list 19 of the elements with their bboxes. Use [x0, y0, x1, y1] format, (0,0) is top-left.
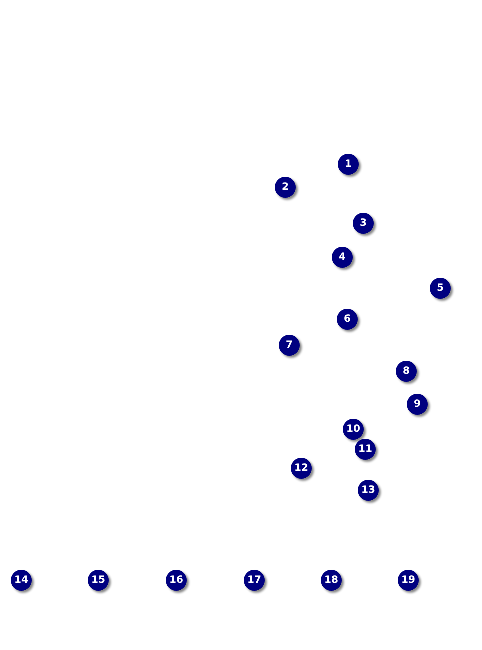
callout-number: 1: [338, 154, 359, 175]
callout-number: 3: [353, 213, 374, 234]
callout-number: 9: [407, 394, 428, 415]
callout-number: 5: [430, 278, 451, 299]
callout-number: 6: [337, 309, 358, 330]
callout-number: 15: [88, 570, 109, 591]
callout-number: 16: [166, 570, 187, 591]
callout-number: 12: [291, 458, 312, 479]
callout-number: 14: [11, 570, 32, 591]
callout-number: 7: [279, 335, 300, 356]
callout-number: 18: [321, 570, 342, 591]
callout-number: 11: [355, 439, 376, 460]
callout-number: 17: [244, 570, 265, 591]
callout-number: 19: [398, 570, 419, 591]
callout-number: 4: [332, 247, 353, 268]
callout-number: 13: [358, 480, 379, 501]
callout-number: 2: [275, 177, 296, 198]
callout-number: 8: [396, 361, 417, 382]
callout-number: 10: [343, 419, 364, 440]
